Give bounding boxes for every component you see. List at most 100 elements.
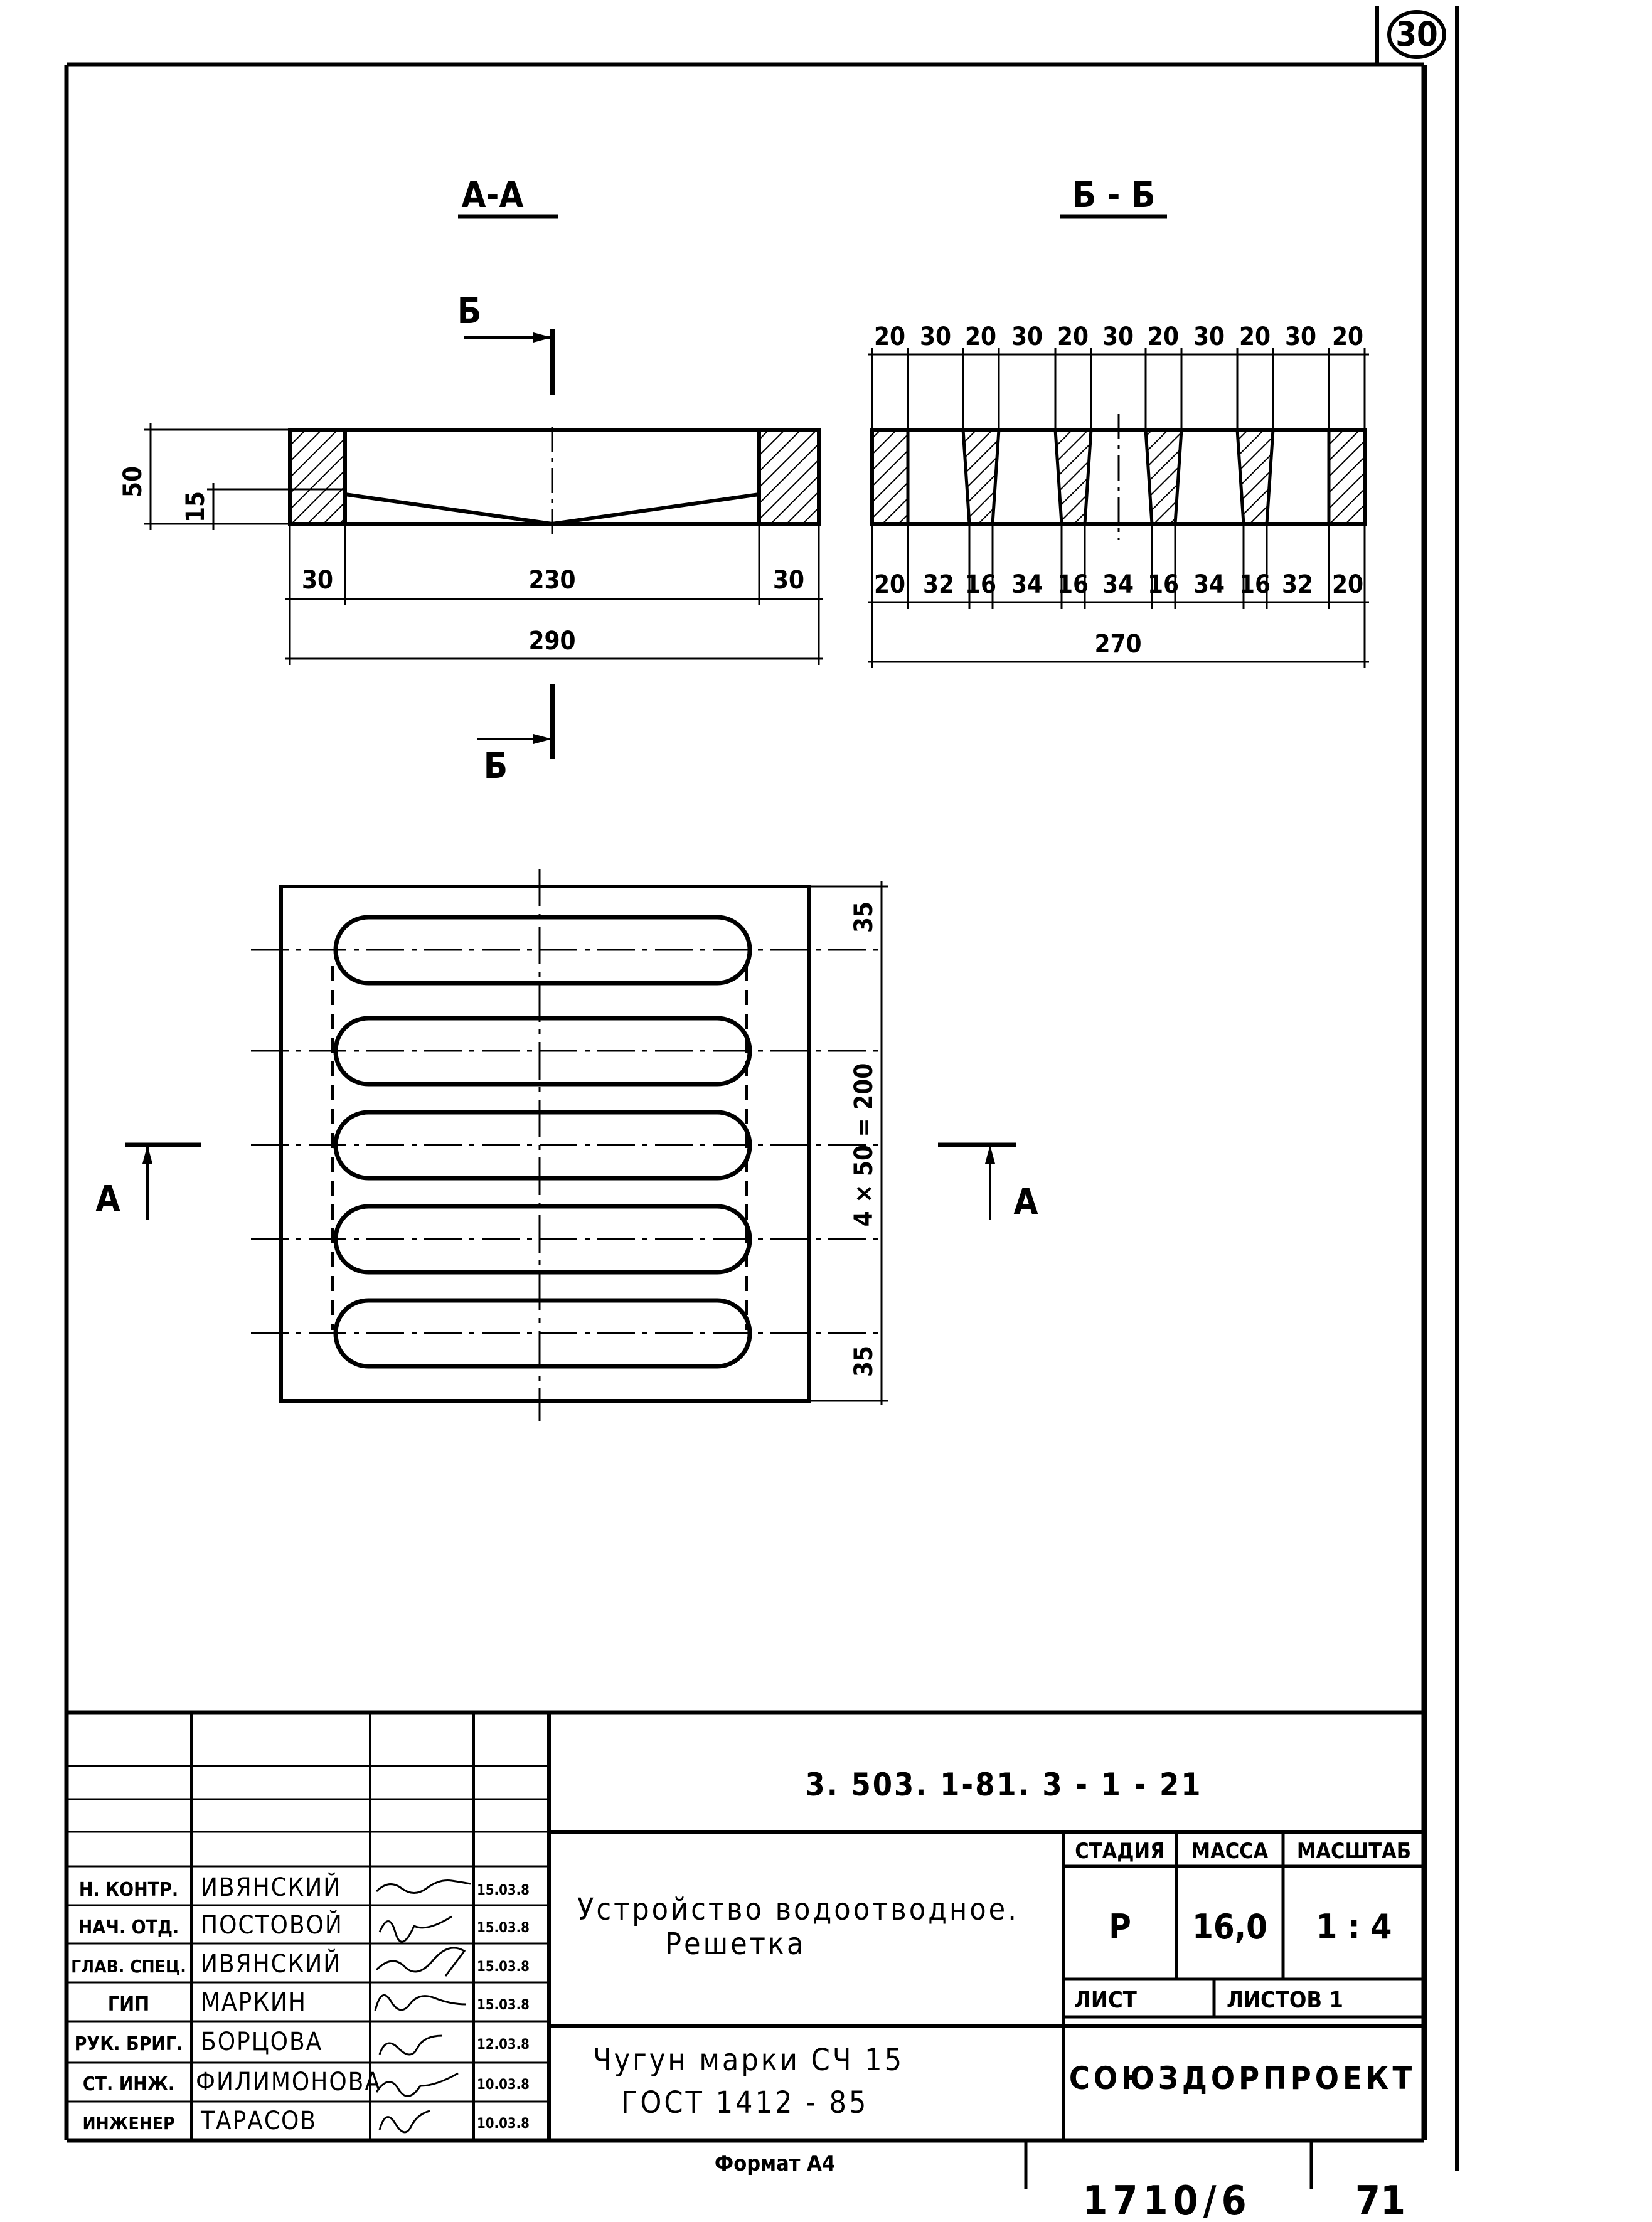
staff-date: 15.03.8 <box>477 1997 530 2013</box>
signature-mark <box>375 2072 459 2097</box>
staff-role: РУК. БРИГ. <box>75 2033 183 2055</box>
plan-outline <box>279 885 811 1403</box>
section-aa-left-wall <box>288 428 347 526</box>
section-bb-top-dim: 20 <box>1332 322 1363 351</box>
signature-mark <box>375 1947 466 1977</box>
signatures <box>374 1879 471 2134</box>
staff-name: МАРКИН <box>201 1988 307 2017</box>
section-bb-rib <box>961 428 1001 526</box>
section-bb-rib <box>1144 428 1183 526</box>
cut-a-right-label: А <box>1014 1182 1038 1223</box>
cut-a-left-label: А <box>96 1179 120 1220</box>
title-line-1: Устройство водоотводное. <box>577 1892 1019 1927</box>
section-bb-top-dim: 20 <box>1239 322 1271 351</box>
staff-date: 12.03.8 <box>477 2037 530 2053</box>
section-aa-inner-dim: 15 <box>181 491 210 523</box>
section-bb-bottom-dim: 32 <box>923 570 954 599</box>
section-bb-bottom-dim: 20 <box>874 570 905 599</box>
staff-name: ТАРАСОВ <box>200 2107 317 2135</box>
plan-view: 35 4 × 50 = 200 35 А А <box>96 869 1038 1421</box>
signature-mark <box>378 2034 443 2056</box>
title-line-2: Решетка <box>665 1927 806 1962</box>
staff-date: 15.03.8 <box>477 1959 530 1975</box>
section-bb-top-dim: 20 <box>965 322 996 351</box>
organization-name: СОЮЗДОРПРОЕКТ <box>1069 2060 1415 2097</box>
signature-mark <box>378 2110 430 2134</box>
section-bb-rib <box>870 428 910 526</box>
signature-mark <box>378 1915 452 1943</box>
staff-role: ГЛАВ. СПЕЦ. <box>71 1956 186 1977</box>
plan-middle-dim: 4 × 50 = 200 <box>850 1063 878 1227</box>
sheet-label: ЛИСТ <box>1074 1987 1137 2013</box>
sheets-label: ЛИСТОВ 1 <box>1227 1987 1343 2013</box>
sheet-frame <box>64 6 1459 2171</box>
signature-mark <box>374 1994 467 2011</box>
section-bb-bottom-dim: 16 <box>1057 570 1089 599</box>
section-bb-rib <box>1053 428 1093 526</box>
section-bb-rib <box>1235 428 1275 526</box>
plan-bottom-dim: 35 <box>850 1346 878 1377</box>
staff-name: ИВЯНСКИЙ <box>201 1872 341 1902</box>
section-aa-right-wall <box>757 428 821 526</box>
material-line-1: Чугун марки СЧ 15 <box>593 2043 904 2078</box>
section-bb-total-dim: 270 <box>1094 630 1141 659</box>
section-bb-top-dim: 20 <box>874 322 905 351</box>
staff-name: ПОСТОВОЙ <box>201 1910 343 1940</box>
staff-name: ФИЛИМОНОВА <box>196 2068 381 2097</box>
plan-top-dim: 35 <box>850 901 878 933</box>
section-bb-bottom-dim: 16 <box>1148 570 1179 599</box>
section-bb-bottom-dim: 32 <box>1282 570 1313 599</box>
section-bb-top-dim: 30 <box>1102 322 1134 351</box>
footer: Формат А4 1710/6 71 <box>715 2140 1405 2222</box>
section-aa-title: А-А <box>462 175 524 216</box>
section-bb-bottom-dim: 34 <box>1011 570 1043 599</box>
section-bb-bottom-dim: 34 <box>1193 570 1225 599</box>
section-aa-right-dim: 30 <box>773 566 804 595</box>
section-aa-mid-dim: 230 <box>528 566 575 595</box>
cut-b-top-label: Б <box>457 291 481 332</box>
staff-date: 15.03.8 <box>477 1883 530 1898</box>
section-bb-top-dim: 20 <box>1148 322 1179 351</box>
section-bb-top-dim: 20 <box>1057 322 1089 351</box>
scale-header: МАСШТАБ <box>1297 1839 1411 1864</box>
section-bb-bottom-dim: 16 <box>1239 570 1271 599</box>
section-aa-left-dim: 30 <box>302 566 333 595</box>
format-label: Формат А4 <box>715 2151 835 2176</box>
document-code: 3. 503. 1-81. 3 - 1 - 21 <box>805 1767 1202 1803</box>
sheet-number-corner: 30 <box>1375 6 1446 65</box>
staff-name: ИВЯНСКИЙ <box>201 1948 341 1979</box>
section-bb-bottom-dim: 34 <box>1102 570 1134 599</box>
staff-role: ИНЖЕНЕР <box>83 2113 175 2134</box>
staff-date: 15.03.8 <box>477 1920 530 1936</box>
staff-date: 10.03.8 <box>477 2077 530 2093</box>
title-block: 3. 503. 1-81. 3 - 1 - 21 Устройство водо… <box>67 1710 1424 2140</box>
cut-b-bottom-label: Б <box>484 746 508 787</box>
staff-role: НАЧ. ОТД. <box>78 1916 179 1938</box>
staff-role: СТ. ИНЖ. <box>83 2073 174 2095</box>
signature-mark <box>375 1879 471 1894</box>
section-bb-bottom-dim: 16 <box>965 570 996 599</box>
staff-date: 10.03.8 <box>477 2116 530 2132</box>
stage-value: Р <box>1109 1907 1131 1947</box>
staff-table: Н. КОНТР. ИВЯНСКИЙ 15.03.8 НАЧ. ОТД. ПОС… <box>71 1872 530 2135</box>
scale-value: 1 : 4 <box>1316 1907 1392 1947</box>
staff-role: Н. КОНТР. <box>79 1879 178 1901</box>
section-bb-top-dim: 30 <box>920 322 951 351</box>
stage-header: СТАДИЯ <box>1075 1839 1164 1864</box>
inventory-number: 1710/6 <box>1082 2178 1251 2222</box>
section-bb-bottom-dim: 20 <box>1332 570 1363 599</box>
section-bb-top-dim: 30 <box>1285 322 1316 351</box>
section-aa-total-dim: 290 <box>528 627 575 656</box>
sheet-number: 30 <box>1395 14 1438 54</box>
section-bb-title: Б - Б <box>1072 175 1156 216</box>
staff-role: ГИП <box>108 1992 150 2016</box>
page-number: 71 <box>1355 2178 1405 2222</box>
section-bb-top-dim: 30 <box>1193 322 1225 351</box>
mass-header: МАССА <box>1191 1839 1269 1864</box>
material-line-2: ГОСТ 1412 - 85 <box>621 2085 868 2120</box>
staff-name: БОРЦОВА <box>201 2028 322 2056</box>
section-bb: Б - Б <box>868 175 1369 668</box>
section-aa: А-А 50 15 30 230 30 290 <box>119 175 823 787</box>
mass-value: 16,0 <box>1192 1907 1267 1947</box>
